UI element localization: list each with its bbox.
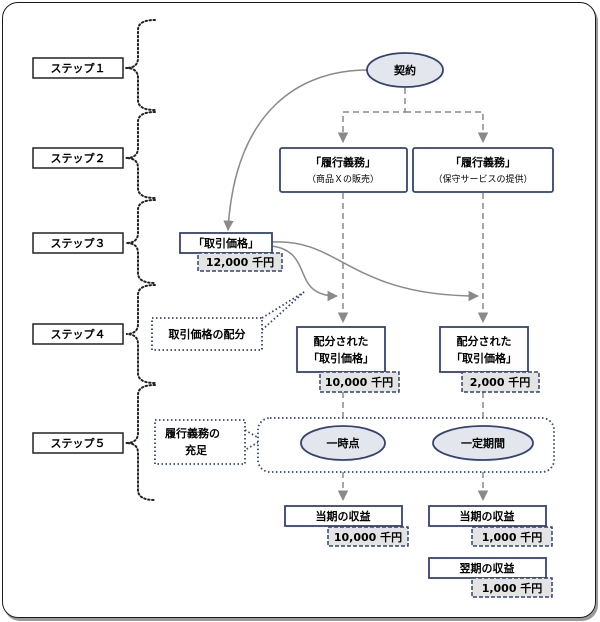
timing-point-ellipse	[300, 425, 386, 461]
obligation-1-box: 「履行義務」 （商品Ｘの販売）	[279, 147, 408, 193]
allocated-1-value: 10,000 千円	[325, 375, 393, 389]
step-3-label: ステップ３	[51, 236, 106, 250]
step-3-box: ステップ３	[32, 232, 124, 254]
price-box: 「取引価格」 12,000 千円	[179, 232, 283, 272]
revenue-3-value: 1,000 千円	[482, 581, 543, 595]
revenue-1-label: 当期の収益	[316, 509, 371, 523]
allocated-1-line2: 「取引価格」	[308, 351, 374, 365]
arrow-contract-to-obligation-2	[405, 111, 489, 144]
revenue-1-value: 10,000 千円	[334, 530, 402, 544]
brace-step-1	[125, 19, 156, 111]
satisfaction-note: 履行義務の 充足	[154, 419, 246, 465]
brace-step-3	[125, 199, 156, 284]
brace-step-4	[125, 284, 156, 384]
allocated-2-box: 配分された 「取引価格」 2,000 千円	[439, 326, 540, 393]
satisfaction-note-line2: 充足	[185, 443, 208, 457]
price-value: 12,000 千円	[206, 255, 274, 269]
obligation-2-title: 「履行義務」	[450, 155, 516, 169]
allocated-2-value: 2,000 千円	[470, 375, 531, 389]
revenue-2-value: 1,000 千円	[482, 530, 543, 544]
allocated-2-line2: 「取引価格」	[451, 351, 517, 365]
step-5-box: ステップ５	[32, 432, 124, 454]
obligation-2-box: 「履行義務」 （保守サービスの提供）	[412, 147, 554, 193]
allocation-note: 取引価格の配分	[151, 317, 263, 351]
obligation-1-title: 「履行義務」	[310, 155, 376, 169]
timing-period-ellipse	[432, 425, 534, 461]
revenue-3-box: 翌期の収益 1,000 千円	[428, 557, 553, 598]
arrow-contract-to-obligation-1	[337, 88, 406, 144]
satisfaction-note-line1: 履行義務の	[165, 426, 220, 440]
step-braces	[125, 19, 156, 501]
obligation-1-subtitle: （商品Ｘの販売）	[307, 173, 379, 185]
obligation-2-subtitle: （保守サービスの提供）	[433, 173, 532, 185]
satisfaction-pointer	[244, 429, 264, 451]
step-1-label: ステップ１	[51, 61, 106, 75]
arrow-price-to-allocated-1	[271, 245, 339, 302]
allocated-1-line1: 配分された	[314, 334, 369, 348]
timing-group: 一時点 一定期間	[257, 417, 555, 473]
step-4-label: ステップ４	[51, 327, 106, 341]
price-label: 「取引価格」	[193, 236, 259, 250]
step-4-box: ステップ４	[32, 323, 124, 345]
allocation-note-label: 取引価格の配分	[169, 327, 246, 341]
revenue-2-box: 当期の収益 1,000 千円	[428, 505, 553, 547]
step-5-label: ステップ５	[51, 436, 106, 450]
timing-point-label: 一時点	[327, 436, 360, 450]
revenue-3-label: 翌期の収益	[460, 561, 515, 575]
step-2-box: ステップ２	[32, 147, 124, 169]
step-1-box: ステップ１	[32, 57, 124, 79]
allocated-1-box: 配分された 「取引価格」 10,000 千円	[296, 326, 400, 393]
arrow-price-to-allocated-2	[271, 241, 480, 302]
brace-step-2	[125, 111, 156, 199]
revenue-2-label: 当期の収益	[460, 509, 515, 523]
brace-step-5	[125, 384, 156, 501]
connectors	[223, 69, 489, 502]
contract-label: 契約	[393, 63, 416, 77]
contract-node: 契約	[366, 52, 444, 88]
timing-period-label: 一定期間	[461, 436, 505, 450]
step-2-label: ステップ２	[51, 151, 106, 165]
revenue-1-box: 当期の収益 10,000 千円	[284, 505, 409, 547]
arrow-contract-to-price	[223, 69, 369, 232]
allocated-2-line1: 配分された	[457, 334, 512, 348]
allocation-pointer	[261, 291, 305, 331]
